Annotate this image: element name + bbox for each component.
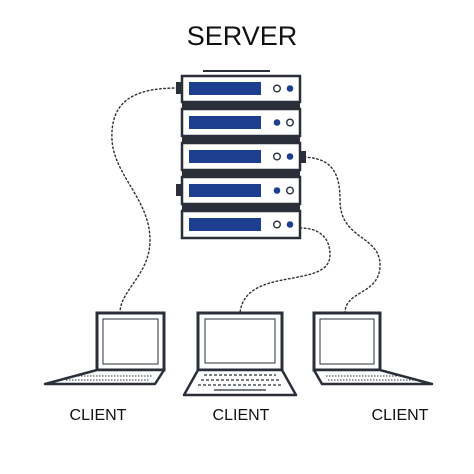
server-unit-5 — [180, 209, 302, 240]
server-unit-2 — [180, 107, 302, 138]
server-spacer — [182, 102, 300, 109]
server-rack — [176, 70, 306, 240]
server-spacer — [182, 170, 300, 177]
connections — [111, 87, 381, 314]
server-unit-3 — [180, 141, 306, 172]
client-label-center: CLIENT — [213, 407, 270, 424]
laptop-left-icon — [43, 311, 166, 386]
server-spacer — [182, 136, 300, 143]
connection-line-left — [111, 87, 179, 314]
connection-line-right — [299, 156, 381, 314]
server-title: SERVER — [187, 21, 298, 51]
server-unit-4 — [176, 175, 302, 206]
laptop-center-icon — [182, 311, 298, 397]
keyboard-keys — [198, 374, 282, 391]
server-unit-1 — [176, 74, 302, 104]
client-label-right: CLIENT — [372, 407, 429, 424]
client-label-left: CLIENT — [70, 407, 127, 424]
laptop-right-icon — [312, 311, 434, 386]
connection-line-center — [239, 227, 331, 314]
server-spacer — [182, 204, 300, 211]
